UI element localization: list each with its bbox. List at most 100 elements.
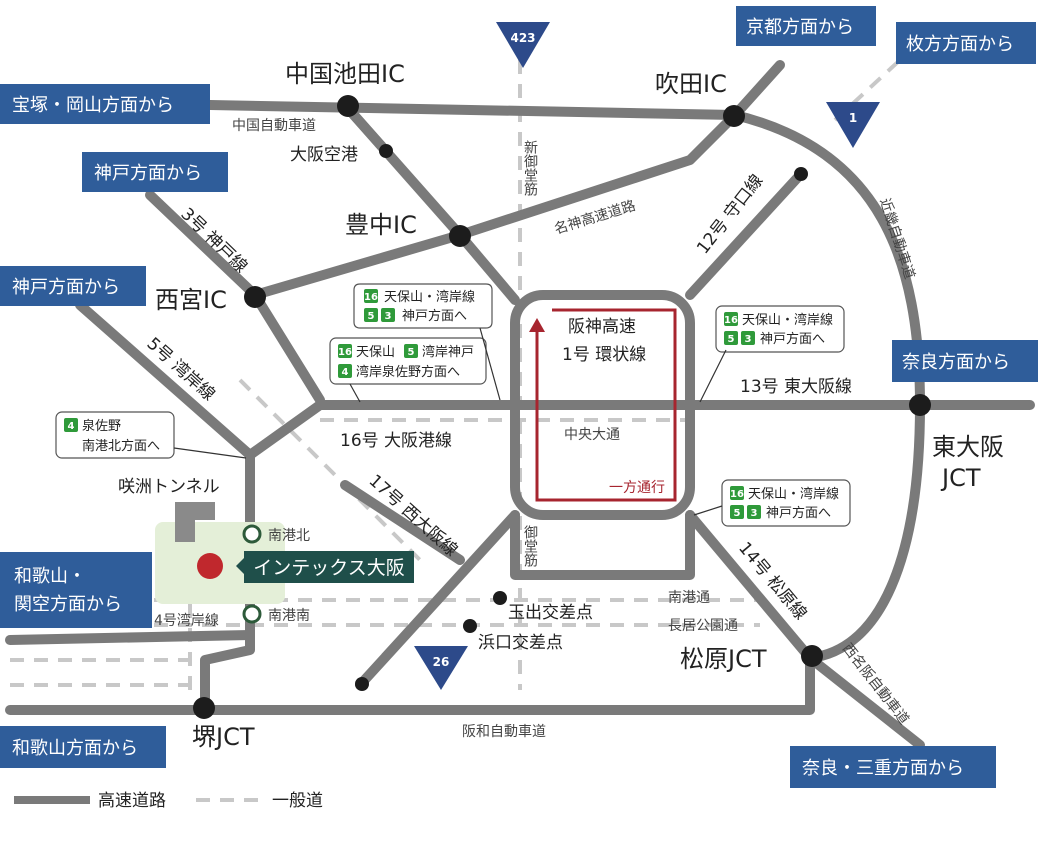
sign-3-pointer xyxy=(699,349,727,403)
sign-3-shield-5 xyxy=(724,331,738,345)
sign-2-shield-4 xyxy=(338,364,352,378)
airport-label: 大阪空港 xyxy=(290,145,358,165)
loop-route-label: 1号 環状線 xyxy=(562,345,646,365)
hanwa-expressway xyxy=(5,653,815,715)
sign-3: 16 天保山・湾岸線 5 3 神戸方面へ xyxy=(715,305,845,353)
nankodori-label: 南港通 xyxy=(668,590,710,606)
sign-5-box xyxy=(55,411,175,459)
route12-moriguchi xyxy=(685,170,805,300)
destination-pointer xyxy=(236,556,246,576)
tunnel-icon xyxy=(175,502,215,542)
legend: 高速道路 一般道 xyxy=(14,791,323,811)
sakai-dot xyxy=(193,697,215,719)
suita-label: 吹田IC xyxy=(655,70,727,98)
chugoku-ikeda-label: 中国池田IC xyxy=(285,60,405,88)
kyoto-label: 京都方面から xyxy=(746,17,854,38)
toyonaka-label: 豊中IC xyxy=(345,211,417,239)
sign-5-line-1: 泉佐野 xyxy=(82,418,121,434)
sign-2-shield-5-label: 5 xyxy=(408,347,415,358)
sign-3-line-1: 天保山・湾岸線 xyxy=(742,312,833,328)
hanwa-label: 阪和自動車道 xyxy=(462,723,546,740)
kobe2-box xyxy=(0,266,146,306)
sign-2-line-1a: 天保山 xyxy=(356,345,395,360)
destination-box xyxy=(244,551,414,583)
kyoto-box xyxy=(736,6,876,46)
loop-title-label: 阪神高速 xyxy=(568,317,636,337)
loop-route1 xyxy=(510,290,695,520)
higashiosaka-jct-label: JCT xyxy=(940,464,981,492)
direction-boxes: 宝塚・岡山方面から 神戸方面から 神戸方面から 京都方面から 枚方方面から 奈良… xyxy=(0,6,1038,788)
route17-label: 17号 西大阪線 xyxy=(365,471,462,561)
route16-label: 16号 大阪港線 xyxy=(340,431,452,451)
route-1-label: 1 xyxy=(849,111,857,125)
sign-3-line-2: 神戸方面へ xyxy=(760,331,825,347)
sign-1-line-1: 天保山・湾岸線 xyxy=(384,289,475,305)
sign-4-shield-16 xyxy=(730,486,744,500)
loop-south xyxy=(510,510,695,580)
legend-general-label: 一般道 xyxy=(272,791,323,811)
hamaguchi-dot xyxy=(463,619,477,633)
nagai-label: 長居公園通 xyxy=(668,618,738,634)
chugoku-road-label: 中国自動車道 xyxy=(232,117,316,134)
takarazuka-box xyxy=(0,84,210,124)
legend-highway-label: 高速道路 xyxy=(98,791,166,811)
hirakata-road xyxy=(833,58,902,122)
sign-4-line-1: 天保山・湾岸線 xyxy=(748,486,839,502)
route-26-marker xyxy=(414,646,468,690)
sign-1-shield-5-label: 5 xyxy=(368,311,375,322)
nankokita-station xyxy=(242,524,262,544)
sign-3-shield-16-label: 16 xyxy=(724,315,738,326)
sign-1-shield-3 xyxy=(381,308,395,322)
sign-2-pointer xyxy=(349,383,361,403)
oneway-label: 一方通行 xyxy=(609,480,665,496)
sign-3-shield-16 xyxy=(724,312,738,326)
nankokita-label: 南港北 xyxy=(268,528,310,544)
sign-4-shield-5 xyxy=(730,505,744,519)
sign-4: 16 天保山・湾岸線 5 3 神戸方面へ xyxy=(721,479,851,527)
route-southwest xyxy=(355,510,520,690)
suita-dot xyxy=(723,105,745,127)
route-markers: 423 1 26 xyxy=(414,22,880,690)
route5-wangan xyxy=(75,300,255,715)
nara-mie-label: 奈良・三重方面から xyxy=(802,758,964,779)
route-423-label: 423 xyxy=(510,31,535,45)
sign-4-shield-3-label: 3 xyxy=(751,508,758,519)
sign-1-pointer xyxy=(479,327,501,401)
wakayama-kanku-label-2: 関空方面から xyxy=(14,594,122,615)
sign-4-shield-3 xyxy=(747,505,761,519)
nara-box xyxy=(892,340,1038,382)
route3-label: 3号 神戸線 xyxy=(177,204,251,277)
sign-2-shield-5 xyxy=(404,344,418,358)
tunnel-label: 咲洲トンネル xyxy=(118,477,220,497)
oneway-arrowhead xyxy=(529,318,545,332)
kobe1-label: 神戸方面から xyxy=(94,163,202,184)
sign-5-shield-4-label: 4 xyxy=(68,421,75,432)
sign-3-shield-3-label: 3 xyxy=(745,334,752,345)
sign-3-shield-3 xyxy=(741,331,755,345)
route13-16 xyxy=(245,400,1035,460)
route13-label: 13号 東大阪線 xyxy=(740,377,852,397)
kobe1-box xyxy=(82,152,228,192)
sign-2-line-1b: 湾岸神戸 xyxy=(422,344,474,360)
junctions xyxy=(193,95,931,719)
sign-2-shield-16-label: 16 xyxy=(338,347,352,358)
diag-road xyxy=(238,378,422,562)
route4-label: 4号湾岸線 xyxy=(154,612,219,629)
higashiosaka-label: 東大阪 xyxy=(932,433,1004,461)
oneway-arrow xyxy=(535,308,677,502)
matsubara-label: 松原JCT xyxy=(680,645,767,673)
route4-wangan xyxy=(5,630,255,645)
hirakata-label: 枚方方面から xyxy=(906,34,1014,55)
sign-5-shield-4 xyxy=(64,418,78,432)
sign-4-shield-16-label: 16 xyxy=(730,489,744,500)
sign-4-line-2: 神戸方面へ xyxy=(766,505,831,521)
point-labels: 咲洲トンネル 南港北 南港南 玉出交差点 浜口交差点 xyxy=(118,477,593,653)
chugoku-ikeda-dot xyxy=(337,95,359,117)
route-1-marker xyxy=(826,102,880,148)
sign-2-shield-16 xyxy=(338,344,352,358)
wakayama-label: 和歌山方面から xyxy=(12,738,138,759)
route17-nishiosaka xyxy=(340,480,465,565)
destination-marker xyxy=(197,553,223,579)
toyonaka-dot xyxy=(449,225,471,247)
